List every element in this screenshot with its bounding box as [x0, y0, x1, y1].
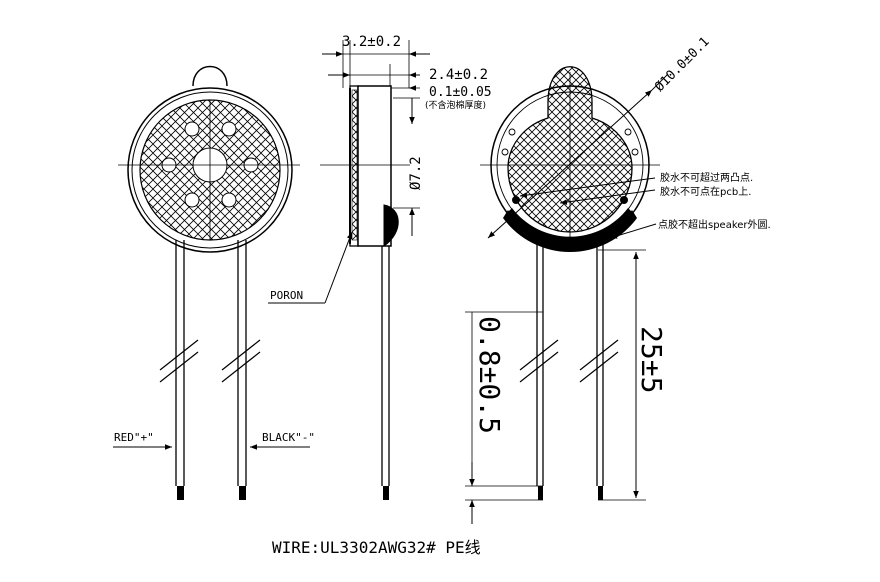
lead-length-dimension: 25±5 — [635, 326, 668, 393]
back-view — [465, 66, 669, 524]
poron-label: PORON — [270, 289, 303, 302]
gap-note: (不含泡棉厚度) — [425, 99, 486, 111]
lead-exposed-dimension: 0.8±0.5 — [473, 316, 506, 434]
thickness-dimension: 3.2±0.2 — [342, 34, 401, 50]
body-thickness-dimension: 2.4±0.2 — [429, 67, 488, 83]
wire-spec-label: WIRE:UL3302AWG32# PE线 — [272, 538, 481, 557]
glue-note-2: 胶水不可点在pcb上. — [660, 185, 751, 198]
inner-diameter-dimension: Ø7.2 — [408, 156, 424, 190]
gap-dimension: 0.1±0.05 — [429, 85, 492, 100]
red-wire-label: RED"+" — [114, 431, 154, 444]
front-view — [113, 65, 310, 500]
black-wire-label: BLACK"-" — [262, 431, 315, 444]
glue-note-3: 点胶不超出speaker外圆. — [658, 218, 771, 231]
side-view — [268, 40, 430, 500]
outer-diameter-dimension: Ø10.0±0.1 — [652, 34, 712, 94]
glue-note-1: 胶水不可超过两凸点. — [660, 171, 753, 184]
